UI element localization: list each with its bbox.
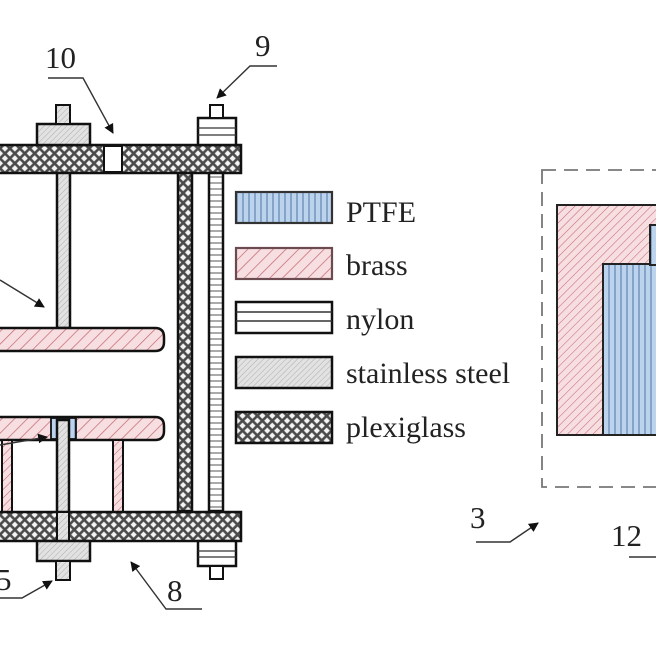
- callout-5: 5: [0, 562, 12, 597]
- leader-ptfe: [0, 433, 48, 446]
- legend-label-stainless-steel: stainless steel: [346, 357, 510, 390]
- swatch-nylon: [234, 300, 334, 335]
- callout-3: 3: [470, 500, 486, 535]
- swatch-plexiglass: [234, 410, 334, 445]
- nylon-threaded-rod: [207, 171, 225, 513]
- legend-item-ptfe: PTFE: [234, 190, 416, 229]
- callout-12: 12: [611, 518, 642, 553]
- detail-inset: [541, 169, 656, 488]
- upper-electrode-rod: [55, 171, 72, 330]
- swatch-brass: [234, 246, 334, 281]
- apparatus: [0, 104, 243, 581]
- inset-ptfe-tab: [649, 224, 656, 266]
- vent-hole: [103, 145, 123, 173]
- leader-3: [476, 522, 539, 543]
- callout-8: 8: [167, 573, 183, 608]
- legend-item-plexiglass: plexiglass: [234, 410, 466, 445]
- plexiglass-column: [176, 171, 194, 513]
- nylon-bolt-stub-bottom: [209, 565, 224, 580]
- legend-label-nylon: nylon: [346, 303, 414, 336]
- legend-label-plexiglass: plexiglass: [346, 411, 466, 444]
- leader-9: [216, 65, 277, 99]
- lower-brass-plate: [0, 415, 166, 442]
- nylon-nut-bottom: [196, 539, 238, 568]
- legend-label-brass: brass: [346, 249, 408, 282]
- legend-item-stainless-steel: stainless steel: [234, 355, 510, 390]
- brass-leg-right: [112, 439, 124, 513]
- legend-item-nylon: nylon: [234, 300, 414, 336]
- callout-9: 9: [255, 28, 271, 63]
- swatch-stainless-steel: [234, 355, 334, 390]
- stainless-nut-bottom: [35, 539, 92, 563]
- upper-brass-plate: [0, 326, 166, 353]
- inset-ptfe-core: [602, 263, 656, 436]
- leader-10: [48, 77, 114, 134]
- legend-label-ptfe: PTFE: [346, 196, 416, 229]
- legend: PTFE brass nylon stainless steel plexigl…: [234, 190, 510, 445]
- bottom-bolt-stub: [55, 560, 71, 581]
- leader-8: [130, 561, 202, 610]
- inset-dashed-border: [541, 169, 656, 488]
- brass-leg-left: [1, 439, 13, 513]
- legend-item-brass: brass: [234, 246, 408, 282]
- leader-5: [0, 580, 53, 599]
- callout-10: 10: [45, 40, 76, 75]
- nylon-nut-top: [196, 116, 238, 147]
- nylon-bolt-stub-top: [209, 104, 224, 119]
- plexiglass-base-plate: [0, 510, 243, 543]
- leader-upper-rod: [0, 279, 45, 308]
- top-stainless-nut: [35, 122, 92, 147]
- top-bolt-stub: [55, 104, 71, 125]
- callouts: 10 9 5 8 3 12: [0, 28, 656, 610]
- swatch-ptfe: [234, 190, 334, 225]
